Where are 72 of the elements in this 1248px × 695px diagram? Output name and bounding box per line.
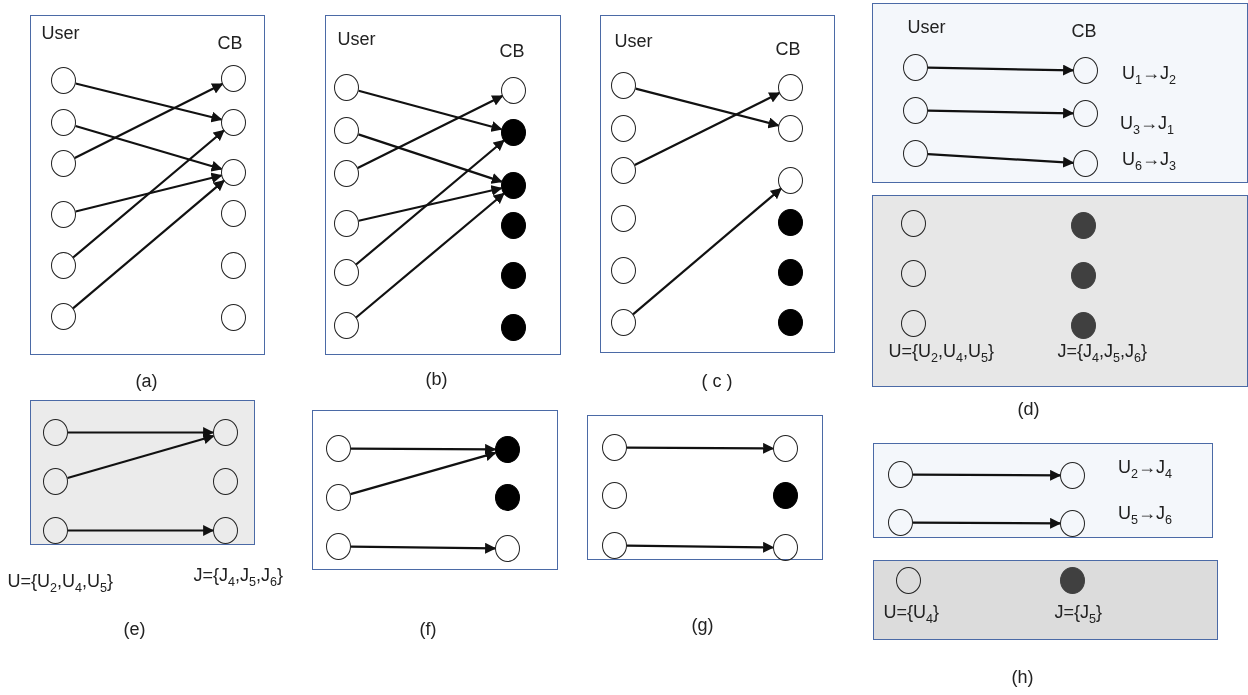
filled-node: [777, 208, 803, 236]
filled-node: [500, 313, 526, 341]
filled-node: [494, 483, 520, 511]
filled-node: [500, 171, 526, 199]
assignment-label: U$_{6}$→J$_{3}$: [1122, 150, 1177, 174]
filled-node: [777, 308, 803, 336]
panel-caption: (h): [1011, 667, 1034, 688]
filled-node: [1070, 311, 1096, 339]
arrow: [927, 153, 1075, 168]
arrow: [358, 185, 503, 222]
node-text: User: [614, 31, 653, 52]
panel-box: [873, 443, 1213, 538]
arrow: [913, 517, 1062, 529]
arrow: [632, 187, 782, 316]
panel-box: [872, 3, 1248, 183]
panel-caption: (a): [135, 371, 158, 392]
arrow: [68, 525, 215, 536]
arrow: [635, 87, 780, 129]
arrow: [928, 107, 1075, 119]
arrow: [72, 179, 225, 310]
arrow: [355, 139, 505, 266]
assignment-label: U$_{1}$→J$_{2}$: [1122, 64, 1177, 88]
panel-caption: (b): [425, 369, 448, 390]
filled-node: [777, 258, 803, 286]
node-text: CB: [499, 41, 525, 62]
arrow: [75, 172, 223, 213]
node-text: CB: [775, 39, 801, 60]
arrow: [358, 133, 503, 184]
node-text: User: [337, 29, 376, 50]
filled-node: [500, 261, 526, 289]
filled-node: [772, 481, 798, 509]
arrow: [75, 124, 223, 172]
arrow: [351, 443, 497, 455]
arrow: [67, 433, 215, 480]
arrow: [358, 89, 503, 132]
arrow: [913, 469, 1062, 481]
assignment-label: U$_{5}$→J$_{6}$: [1118, 504, 1173, 528]
arrow: [627, 541, 775, 553]
panel-caption: (g): [691, 615, 714, 636]
node-text: CB: [1071, 21, 1097, 42]
panel-caption: (d): [1017, 399, 1040, 420]
arrow: [350, 450, 497, 496]
panel-caption: (e): [123, 619, 146, 640]
panel-caption: U={U$_{2}$,U$_{4}$,U$_{5}$}: [7, 571, 114, 595]
arrow: [634, 92, 781, 166]
filled-node: [1059, 566, 1085, 594]
panel-caption: J={J$_{4}$,J$_{5}$,J$_{6}$}: [193, 565, 284, 589]
arrow: [351, 542, 497, 554]
filled-node: [1070, 261, 1096, 289]
node-text: J={J$_{4}$,J$_{5}$,J$_{6}$}: [1057, 341, 1148, 365]
arrow: [72, 129, 225, 259]
node-text: U={U$_{4}$}: [883, 602, 940, 626]
arrow: [75, 82, 223, 123]
arrow: [68, 427, 215, 438]
node-text: J={J$_{5}$}: [1054, 602, 1103, 626]
arrow: [928, 64, 1075, 76]
arrow: [355, 192, 505, 319]
filled-node: [494, 435, 520, 463]
filled-node: [500, 211, 526, 239]
arrow: [627, 442, 775, 454]
node-text: U={U$_{2}$,U$_{4}$,U$_{5}$}: [888, 341, 995, 365]
panel-caption: (f): [419, 619, 437, 640]
filled-node: [1070, 211, 1096, 239]
node-text: User: [907, 17, 946, 38]
panel-caption: ( c ): [701, 371, 733, 392]
arrow: [74, 83, 224, 159]
assignment-label: U$_{3}$→J$_{1}$: [1120, 114, 1175, 138]
node-text: CB: [217, 33, 243, 54]
assignment-label: U$_{2}$→J$_{4}$: [1118, 458, 1173, 482]
arrow: [357, 95, 504, 169]
filled-node: [500, 118, 526, 146]
node-text: User: [41, 23, 80, 44]
